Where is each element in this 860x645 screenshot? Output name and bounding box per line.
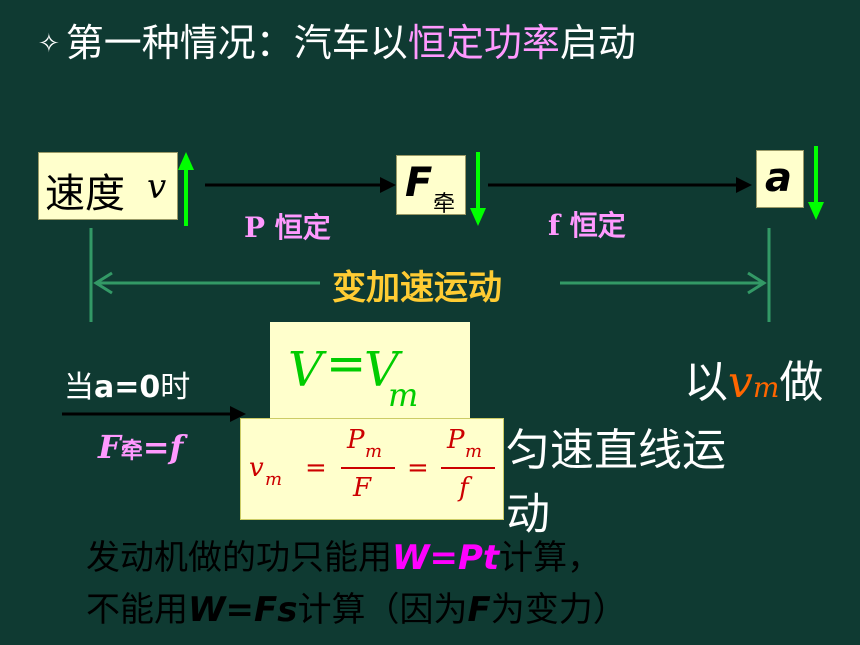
bottom-l1b: W=Pt	[392, 538, 500, 578]
condition-prefix: 当	[64, 370, 94, 405]
speed-box: 速度 v	[38, 152, 178, 220]
right-yi: 以	[684, 357, 728, 408]
force-equals-friction: F牵=f	[98, 428, 183, 466]
cond-f-rest: =f	[142, 428, 184, 466]
f-constant-label: f 恒定	[548, 209, 626, 242]
arrow-force-to-accel-icon	[488, 177, 752, 193]
right-zuo: 做	[779, 357, 824, 408]
bottom-line-2: 不能用W=Fs计算（因为F为变力）	[86, 582, 627, 631]
formula-eq1: =	[305, 453, 327, 483]
formula-den1: F	[353, 473, 372, 503]
right-vm: v	[728, 357, 753, 408]
formula-den2: f	[459, 473, 469, 503]
formula-box: v m = P m F = P m f	[240, 418, 504, 520]
bullet-icon: ✧	[38, 29, 60, 59]
right-vm-sub: m	[752, 371, 780, 404]
condition-text: 当a=0时	[64, 362, 190, 406]
fraction-bar-2	[441, 467, 495, 469]
title-part2: 启动	[559, 21, 636, 65]
bottom-l2a: 不能用	[86, 590, 188, 630]
condition-eq: a=0	[94, 370, 161, 405]
formula-vm-sub: m	[265, 469, 283, 490]
title-highlight: 恒定功率	[407, 21, 560, 65]
bottom-l1a: 发动机做的功只能用	[86, 538, 392, 578]
force-var: F	[405, 160, 433, 206]
formula-num1: P	[347, 425, 365, 455]
accel-var: a	[765, 155, 792, 201]
bottom-l2c: 计算（因为	[297, 590, 468, 630]
slide-title: ✧第一种情况：汽车以恒定功率启动	[38, 12, 636, 67]
bottom-line-1: 发动机做的功只能用W=Pt计算，	[86, 530, 601, 579]
title-part1: 第一种情况：汽车以	[65, 21, 408, 65]
bottom-l2e: 为变力）	[490, 590, 627, 630]
result-v-lhs: V	[288, 342, 323, 398]
uniform-motion-line1: 以vm做	[684, 346, 823, 410]
formula-num2-sub: m	[465, 441, 483, 462]
bottom-l2b: W=Fs	[188, 590, 298, 630]
bottom-l2d: F	[467, 590, 491, 630]
span-double-arrow-icon	[93, 271, 767, 295]
uniform-motion-line3: 动	[506, 489, 550, 540]
result-eq: =	[326, 336, 367, 392]
arrow-speed-to-force-icon	[205, 177, 396, 193]
cond-f-sub: 牵	[120, 439, 143, 464]
condition-suffix: 时	[160, 370, 191, 405]
speed-var: v	[147, 167, 167, 207]
formula-vm: v	[249, 453, 264, 483]
force-box: F 牵	[396, 155, 466, 217]
condition-arrow-icon	[62, 406, 246, 422]
force-sub: 牵	[433, 192, 456, 217]
formula-num1-sub: m	[365, 441, 383, 462]
uniform-motion-line2: 匀速直线运	[506, 425, 726, 476]
result-v-sub: m	[388, 376, 419, 414]
motion-label: 变加速运动	[332, 268, 502, 308]
accel-box: a	[756, 150, 804, 208]
force-down-arrow-icon	[470, 152, 486, 226]
result-v-rhs: V	[364, 342, 399, 398]
formula-num2: P	[447, 425, 465, 455]
formula-eq2: =	[407, 453, 429, 483]
result-box: V = V m	[270, 322, 470, 418]
p-constant-label: P 恒定	[244, 211, 331, 244]
bottom-l1c: 计算，	[499, 538, 602, 578]
cond-f-var: F	[98, 428, 121, 466]
accel-down-arrow-icon	[808, 146, 824, 220]
speed-up-arrow-icon	[178, 152, 194, 226]
speed-label: 速度	[45, 171, 125, 217]
fraction-bar-1	[341, 467, 395, 469]
